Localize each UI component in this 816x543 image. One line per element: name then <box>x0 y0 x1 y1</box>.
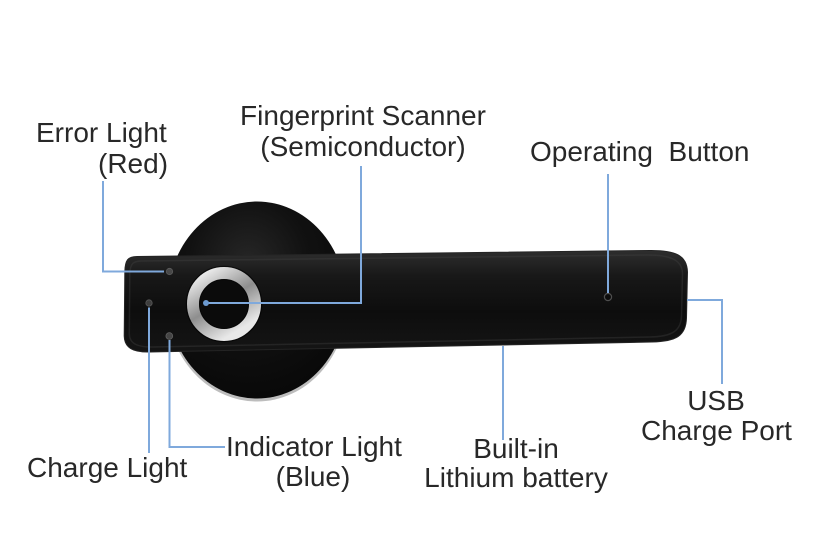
label-built-in-battery: Built-in Lithium battery <box>424 434 608 492</box>
operating-button-dot <box>603 292 613 302</box>
indicator-light-dot <box>165 332 174 340</box>
label-usb-line2: Charge Port <box>641 415 792 446</box>
label-indicator-light: Indicator Light (Blue) <box>226 431 402 492</box>
fingerprint-scanner-leader-line <box>205 166 362 304</box>
label-charge-light: Charge Light <box>27 452 188 483</box>
label-usb-charge-port: USB Charge Port <box>641 385 792 446</box>
indicator-light-leader-line <box>168 340 225 448</box>
error-light-dot <box>165 267 174 276</box>
label-fingerprint-scanner: Fingerprint Scanner (Semiconductor) <box>202 100 524 162</box>
label-fingerprint-scanner-line1: Fingerprint Scanner <box>240 100 486 131</box>
label-usb-line1: USB <box>687 385 745 416</box>
label-indicator-line2: (Blue) <box>275 461 351 492</box>
label-error-light-color: (Red) <box>98 148 169 179</box>
error-light-leader-line <box>102 181 164 273</box>
handle-lever <box>123 249 689 353</box>
label-indicator-line1: Indicator Light <box>226 431 402 462</box>
label-battery-line2: Lithium battery <box>424 462 608 493</box>
fingerprint-leader-end-dot <box>203 300 209 306</box>
handle-bevel-edge <box>128 254 684 348</box>
label-error-light: Error Light <box>36 117 167 148</box>
label-battery-line1: Built-in <box>473 433 559 464</box>
label-fingerprint-scanner-line2: (Semiconductor) <box>260 131 466 162</box>
label-operating-button: Operating Button <box>530 136 750 167</box>
charge-light-dot <box>145 299 153 307</box>
usb-charge-port-leader-line <box>687 299 723 384</box>
